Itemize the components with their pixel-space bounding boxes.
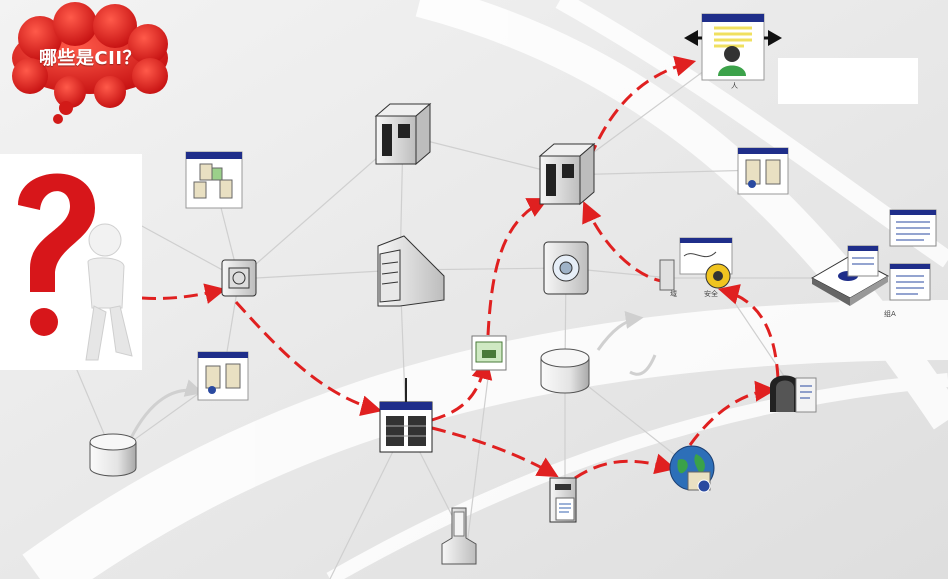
person-node-label: 人 (731, 82, 738, 90)
database-center (540, 348, 590, 394)
security-node-label: 安全 (704, 289, 718, 298)
mainframe-top (374, 102, 432, 166)
core-switch-building (379, 378, 433, 453)
arrow-left-icon (684, 30, 698, 46)
gray-curved-arrows (128, 310, 657, 441)
print-server (549, 477, 577, 523)
security-management-node (659, 237, 733, 291)
attack-path-core-to-printer (431, 426, 559, 478)
server-cluster-top-left (185, 151, 243, 209)
scanner-device (543, 241, 589, 295)
attack-path-terminal-to-server (486, 198, 549, 336)
secure-server-right (737, 147, 789, 195)
domain-node-label: 域 (670, 289, 677, 298)
mainframe-right (538, 142, 596, 206)
attack-path-globe-to-gateway (688, 380, 777, 446)
person-workstation (684, 13, 782, 81)
server-bank-label: 组A (884, 309, 896, 318)
question-figure (0, 154, 142, 370)
gateway-device (770, 375, 817, 413)
external-user-connector (441, 507, 477, 565)
callout-bubble (12, 2, 168, 124)
blank-panel (778, 58, 918, 104)
secure-server-left (197, 351, 249, 401)
attack-path-router-to-core (234, 300, 383, 416)
database-left (89, 433, 137, 477)
question-mark-icon (18, 173, 95, 292)
globe-internet (669, 445, 715, 493)
attack-path-printer-to-globe (574, 453, 677, 480)
red-dashed-paths (141, 55, 780, 480)
callout-text: 哪些是CII？ (38, 48, 142, 69)
attack-path-core-to-terminal (431, 357, 493, 422)
storage-array-center (377, 235, 445, 307)
router-icon (221, 259, 257, 297)
server-bank-right (810, 209, 937, 306)
workstation-terminal (471, 335, 507, 371)
attack-path-security-to-server (582, 201, 669, 284)
arrow-right-icon (768, 30, 782, 46)
attack-path-entry (141, 283, 227, 304)
attack-path-server-to-person (588, 55, 697, 159)
